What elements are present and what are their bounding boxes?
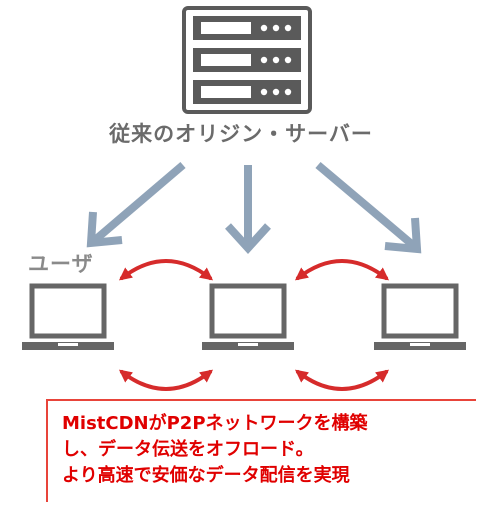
callout-line: し、データ伝送をオフロード。 [62, 439, 314, 460]
callout-line: MistCDNがP2Pネットワークを構築 [62, 413, 368, 434]
arrow-to-center-user [225, 165, 271, 254]
laptop-icon [202, 283, 294, 350]
arrow-to-right-user [315, 161, 422, 254]
p2p-arrow-bottom-right [294, 369, 390, 391]
callout-line: より高速で安価なデータ配信を実現 [62, 465, 350, 486]
p2p-arrow-top-left [118, 259, 214, 281]
server-label: 従来のオリジン・サーバー [109, 122, 373, 146]
arrow-to-left-user [86, 161, 186, 248]
server-rack-icon [182, 6, 312, 114]
download-arrows [86, 161, 422, 254]
p2p-arrow-top-right [294, 259, 390, 281]
laptop-icon [374, 283, 466, 350]
p2p-arrows [118, 259, 390, 391]
laptop-icon [22, 283, 114, 350]
user-label: ユーザ [28, 252, 94, 276]
p2p-arrow-bottom-left [118, 369, 214, 391]
callout-box: MistCDNがP2Pネットワークを構築 し、データ伝送をオフロード。 より高速… [46, 399, 476, 502]
